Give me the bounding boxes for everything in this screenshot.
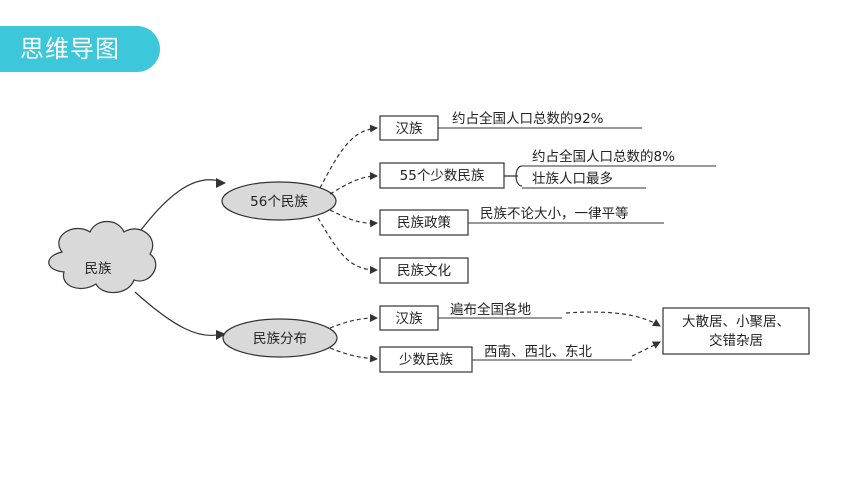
dash-to-policy <box>329 209 378 228</box>
branch-distribution-node <box>222 318 338 358</box>
dist-minority-note: 西南、西北、东北 <box>484 344 592 360</box>
arrowhead <box>216 330 226 340</box>
root-cloud <box>48 220 157 294</box>
dist-han-label: 汉族 <box>396 311 423 327</box>
minority55-label: 55个少数民族 <box>400 168 485 184</box>
arrowhead <box>216 178 226 188</box>
han-share-note: 约占全国人口总数的92% <box>452 110 604 127</box>
summary-box <box>662 307 810 355</box>
dist-minority-box <box>379 346 473 373</box>
policy-box <box>379 209 469 236</box>
root-label: 民族 <box>85 261 112 277</box>
section-title-tab: 思维导图 <box>0 26 160 72</box>
branch-56-ethnic-node <box>221 181 337 221</box>
policy-label: 民族政策 <box>397 214 451 231</box>
policy-note: 民族不论大小，一律平等 <box>480 205 629 222</box>
culture-box <box>379 257 469 284</box>
section-title: 思维导图 <box>20 35 120 63</box>
dash-to-culture <box>317 217 378 274</box>
zhuang-note: 壮族人口最多 <box>532 170 613 187</box>
dash-han-to-summary <box>565 311 661 327</box>
dash-to-dist-han <box>329 314 378 329</box>
root-to-56-connector <box>129 179 223 246</box>
dash-minority-to-summary <box>631 341 661 357</box>
root-to-distribution-connector <box>134 291 223 337</box>
summary-line2: 交错杂居 <box>709 332 763 349</box>
branch-56-ethnic-label: 56个民族 <box>250 194 308 210</box>
dash-to-minority55 <box>329 172 378 195</box>
dash-to-han <box>319 124 378 189</box>
minority55-brace <box>504 165 523 187</box>
minority-share-note: 约占全国人口总数的8% <box>532 148 675 165</box>
culture-label: 民族文化 <box>397 263 451 279</box>
dist-minority-label: 少数民族 <box>399 352 453 368</box>
dash-to-dist-minority <box>329 347 378 363</box>
han-label: 汉族 <box>396 121 423 137</box>
branch-distribution-label: 民族分布 <box>253 331 307 347</box>
dist-han-note: 遍布全国各地 <box>450 301 531 318</box>
summary-line1: 大散居、小聚居、 <box>682 314 790 330</box>
